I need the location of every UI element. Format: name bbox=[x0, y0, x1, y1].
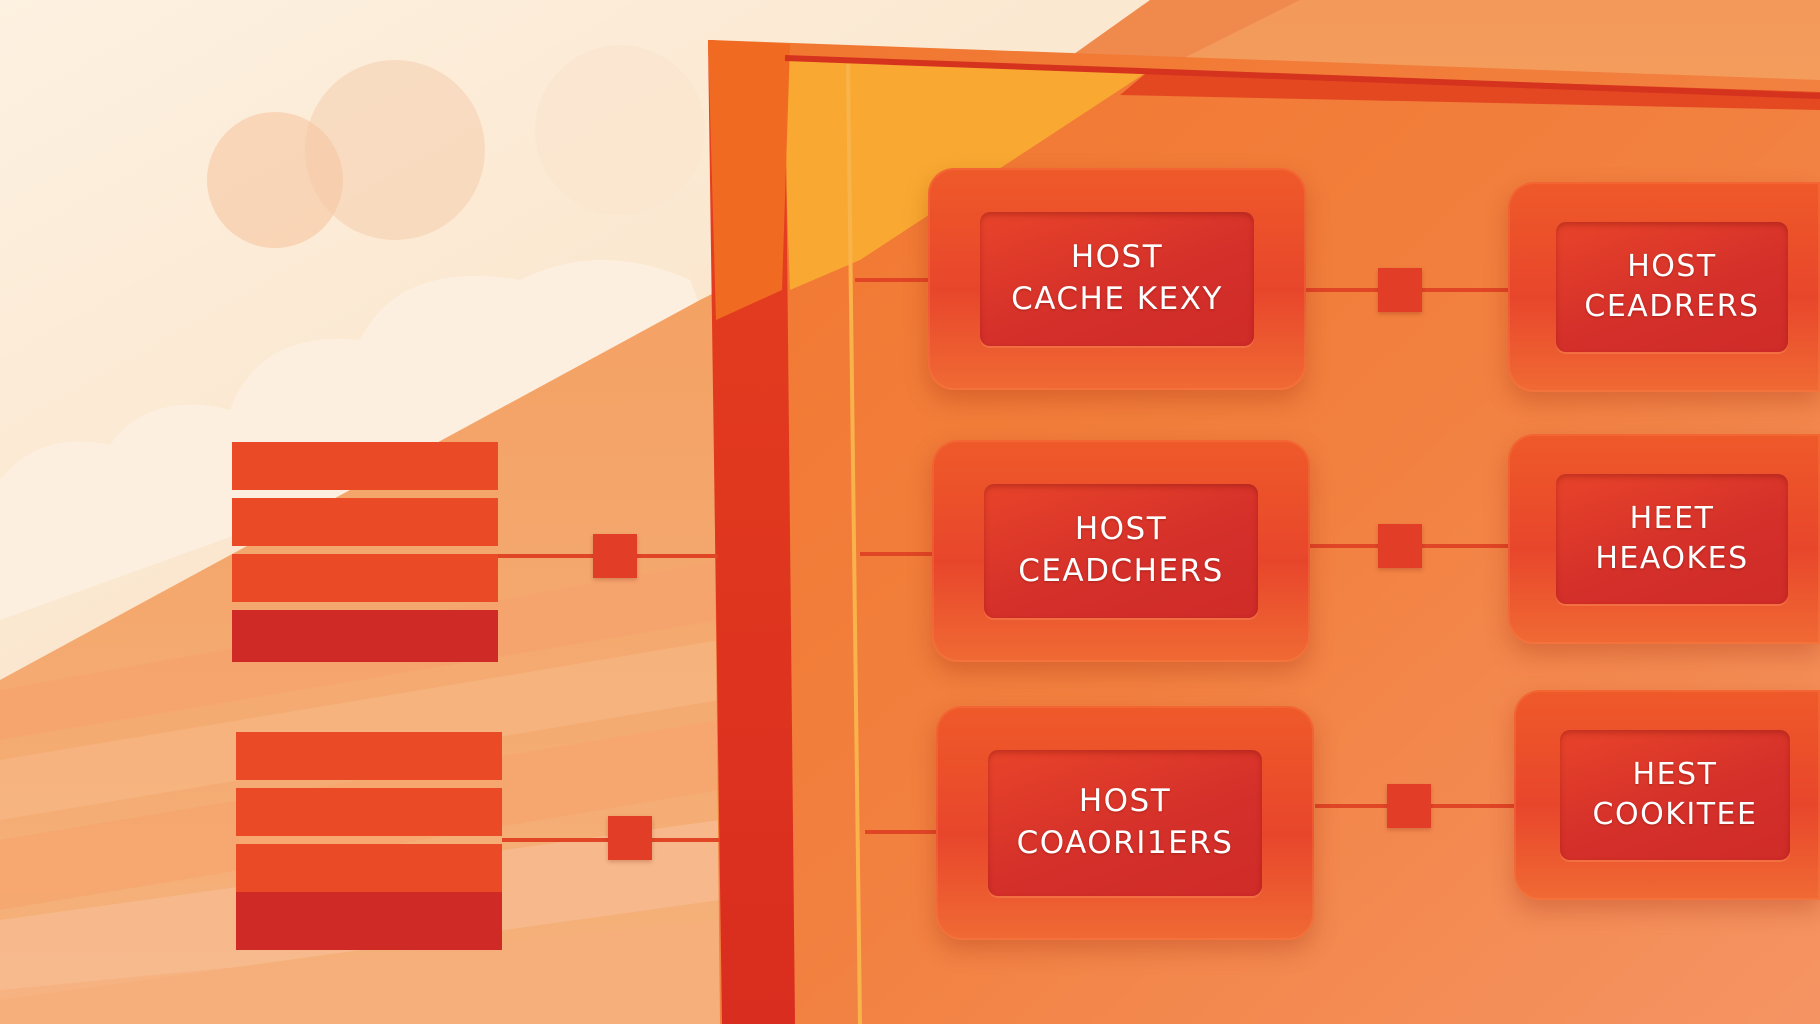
node-label: HOST CEADCHERS bbox=[984, 484, 1258, 618]
node-line-2: COAORI1ERS bbox=[1016, 825, 1234, 861]
node-line-2: COOKITEE bbox=[1592, 797, 1758, 832]
node-line-1: HOST bbox=[1627, 248, 1717, 284]
node-line-2: CACHE KEXY bbox=[1011, 281, 1223, 317]
node-line-2: CEADCHERS bbox=[1018, 553, 1224, 589]
node-host-coaori1ers: HOST COAORI1ERS bbox=[936, 706, 1314, 940]
connector-node bbox=[608, 816, 652, 860]
connector-node bbox=[593, 534, 637, 578]
layer-stack-bottom bbox=[236, 732, 502, 957]
node-label: HOST CEADRERS bbox=[1556, 222, 1788, 352]
connector-line bbox=[860, 552, 935, 556]
node-line-1: HOST bbox=[1078, 783, 1172, 820]
connector-node bbox=[1378, 268, 1422, 312]
stack-bar bbox=[232, 498, 498, 546]
stack-bar bbox=[232, 610, 498, 662]
stack-bar bbox=[236, 892, 502, 950]
node-line-2: CEADRERS bbox=[1584, 289, 1760, 324]
node-label: HEST COOKITEE bbox=[1560, 730, 1790, 860]
node-label: HOST COAORI1ERS bbox=[988, 750, 1262, 896]
node-host-ceadchers: HOST CEADCHERS bbox=[932, 440, 1310, 662]
node-host-cache-key: HOST CACHE KEXY bbox=[928, 168, 1306, 390]
node-hest-cookitee: HEST COOKITEE bbox=[1514, 690, 1820, 900]
node-line-1: HEST bbox=[1632, 756, 1718, 792]
node-label: HEET HEAOKES bbox=[1556, 474, 1788, 604]
layer-stack-top bbox=[232, 442, 498, 667]
stack-bar bbox=[236, 844, 502, 892]
node-line-1: HOST bbox=[1070, 239, 1164, 276]
node-host-ceadrers: HOST CEADRERS bbox=[1508, 182, 1820, 392]
connector-node bbox=[1387, 784, 1431, 828]
node-heet-heaokes: HEET HEAOKES bbox=[1508, 434, 1820, 644]
stack-bar bbox=[236, 732, 502, 780]
node-line-1: HEET bbox=[1629, 500, 1715, 536]
connector-line bbox=[865, 830, 940, 834]
connector-line bbox=[855, 278, 930, 282]
connector-node bbox=[1378, 524, 1422, 568]
node-label: HOST CACHE KEXY bbox=[980, 212, 1254, 346]
node-line-2: HEAOKES bbox=[1595, 541, 1749, 576]
stack-bar bbox=[232, 442, 498, 490]
stack-bar bbox=[232, 554, 498, 602]
node-line-1: HOST bbox=[1074, 511, 1168, 548]
stack-bar bbox=[236, 788, 502, 836]
